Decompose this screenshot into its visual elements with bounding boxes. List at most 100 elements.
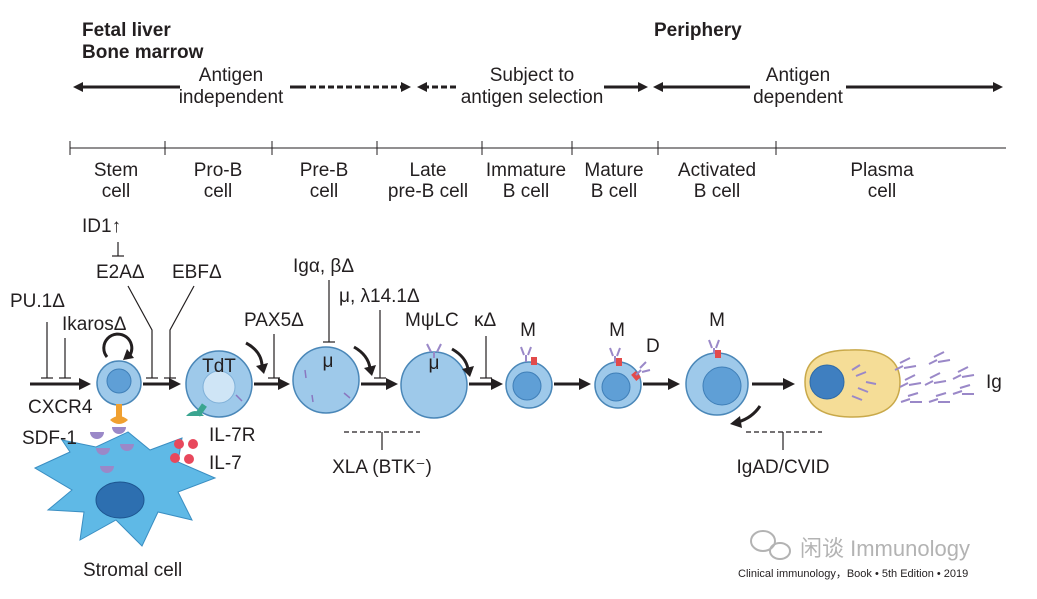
xla-defect: XLA (BTK⁻) [332, 431, 432, 478]
stage-label: Activated [678, 160, 756, 181]
dna-fragment [343, 392, 351, 399]
il7r-receptor-head [186, 411, 204, 416]
activated-b-cell [685, 339, 749, 416]
block-line [169, 285, 195, 378]
tdt-label: TdT [202, 356, 236, 377]
immature-b-cell [505, 346, 553, 409]
cell-membrane [292, 346, 360, 414]
igab-label: Igα, βΔ [293, 256, 354, 277]
dna-fragment [235, 394, 243, 402]
curved-arrow [353, 345, 372, 369]
curved-arrowhead [730, 416, 742, 428]
stage-label: B cell [503, 181, 549, 202]
igd-receptor [635, 361, 651, 376]
bcr-marker [631, 371, 641, 381]
antibody-icon [924, 372, 947, 386]
curved-arrow [451, 347, 470, 370]
ebf-label: EBFΔ [172, 262, 222, 283]
antibody-icon [894, 357, 917, 371]
progression-arrows [143, 341, 795, 428]
pre-bcr [436, 343, 442, 353]
pre-bcr [426, 343, 432, 353]
curved-arrowhead [364, 365, 376, 376]
xla-label: XLA (BTK⁻) [332, 457, 432, 478]
late-pre-b-cell [400, 343, 468, 419]
igm-receptor [520, 346, 532, 362]
block-lines [41, 242, 492, 379]
ikaros-label: IkarosΔ [62, 314, 127, 335]
stage-label: cell [868, 181, 897, 202]
e2a-label: E2AΔ [96, 262, 145, 283]
phase-label: antigen selection [461, 87, 604, 108]
stage-label: cell [102, 181, 131, 202]
curved-arrowhead [462, 366, 474, 377]
wechat-icon [750, 530, 791, 560]
plasma-cell [804, 349, 901, 418]
stage-label: B cell [694, 181, 740, 202]
block-line [127, 285, 153, 378]
phase-label: Subject to [490, 65, 575, 86]
stromal-cell [33, 427, 217, 547]
cell-nucleus [601, 372, 631, 402]
bcr-marker [715, 350, 721, 358]
pro-b-cell [170, 350, 253, 464]
stage-label: cell [204, 181, 233, 202]
self-renewal-arrow [102, 332, 134, 358]
antibody-icon [899, 374, 922, 388]
phase-label: independent [179, 87, 284, 108]
cell-nucleus [106, 368, 132, 394]
igad-defect: IgAD/CVID [737, 431, 829, 478]
region-bone-marrow: Bone marrow [82, 42, 204, 63]
dna-fragment [311, 394, 314, 403]
cell-nucleus [702, 366, 742, 406]
self-renewal-arrowhead [123, 349, 134, 360]
il7-label: IL-7 [209, 453, 242, 474]
curved-arrow [245, 341, 264, 366]
source-citation: Clinical immunology，Book • 5th Edition •… [738, 568, 968, 580]
plasma-nucleus [809, 364, 845, 400]
phase-antigen-independent: Antigen independent [73, 65, 411, 108]
cxcr4-receptor [116, 404, 122, 420]
stage-label: B cell [591, 181, 637, 202]
mu-label: μ [323, 351, 334, 372]
il7-molecule [170, 453, 180, 463]
phase-antigen-dependent: Antigen dependent [653, 65, 1003, 108]
m-label: M [609, 320, 625, 341]
sdf1-ligand [120, 444, 134, 451]
phase-label: Antigen [766, 65, 830, 86]
stromal-cell-label: Stromal cell [83, 560, 182, 581]
intracellular-ig [851, 364, 877, 401]
region-periphery: Periphery [654, 20, 742, 41]
pre-b-cell [292, 346, 360, 414]
ig-label: Ig [986, 372, 1002, 393]
cell-nucleus [202, 370, 236, 404]
stage-label: pre-B cell [388, 181, 468, 202]
curved-arrow [737, 405, 762, 424]
stage-label: Pre-B [300, 160, 349, 181]
il7-molecule [174, 439, 184, 449]
antibody-icon [952, 366, 975, 380]
phase-label: Antigen [199, 65, 263, 86]
stage-label: Pro-B [194, 160, 243, 181]
dna-fragment [304, 369, 307, 379]
phase-antigen-selection: Subject to antigen selection [417, 65, 648, 108]
curved-arrowhead [256, 363, 268, 374]
antibody-icon [928, 392, 950, 403]
mature-b-cell [594, 347, 651, 409]
id1-label: ID1↑ [82, 216, 121, 237]
region-fetal-liver: Fetal liver [82, 20, 171, 41]
sdf1-ligand [90, 432, 104, 439]
bcr-marker [616, 358, 622, 366]
sdf1-ligand [96, 448, 110, 455]
watermark: 闲谈 Immunology [750, 530, 970, 561]
stem-cell [96, 332, 142, 424]
il7-molecule [188, 439, 198, 449]
antibody-icon [900, 392, 922, 403]
mu-lambda-label: μ, λ14.1Δ [339, 286, 420, 307]
phase-label: dependent [753, 87, 844, 108]
stage-label: Immature [486, 160, 566, 181]
kappa-label: κΔ [474, 310, 497, 331]
sdf1-label: SDF-1 [22, 428, 77, 449]
stage-label: Plasma [850, 160, 914, 181]
secreted-antibodies [894, 351, 975, 403]
